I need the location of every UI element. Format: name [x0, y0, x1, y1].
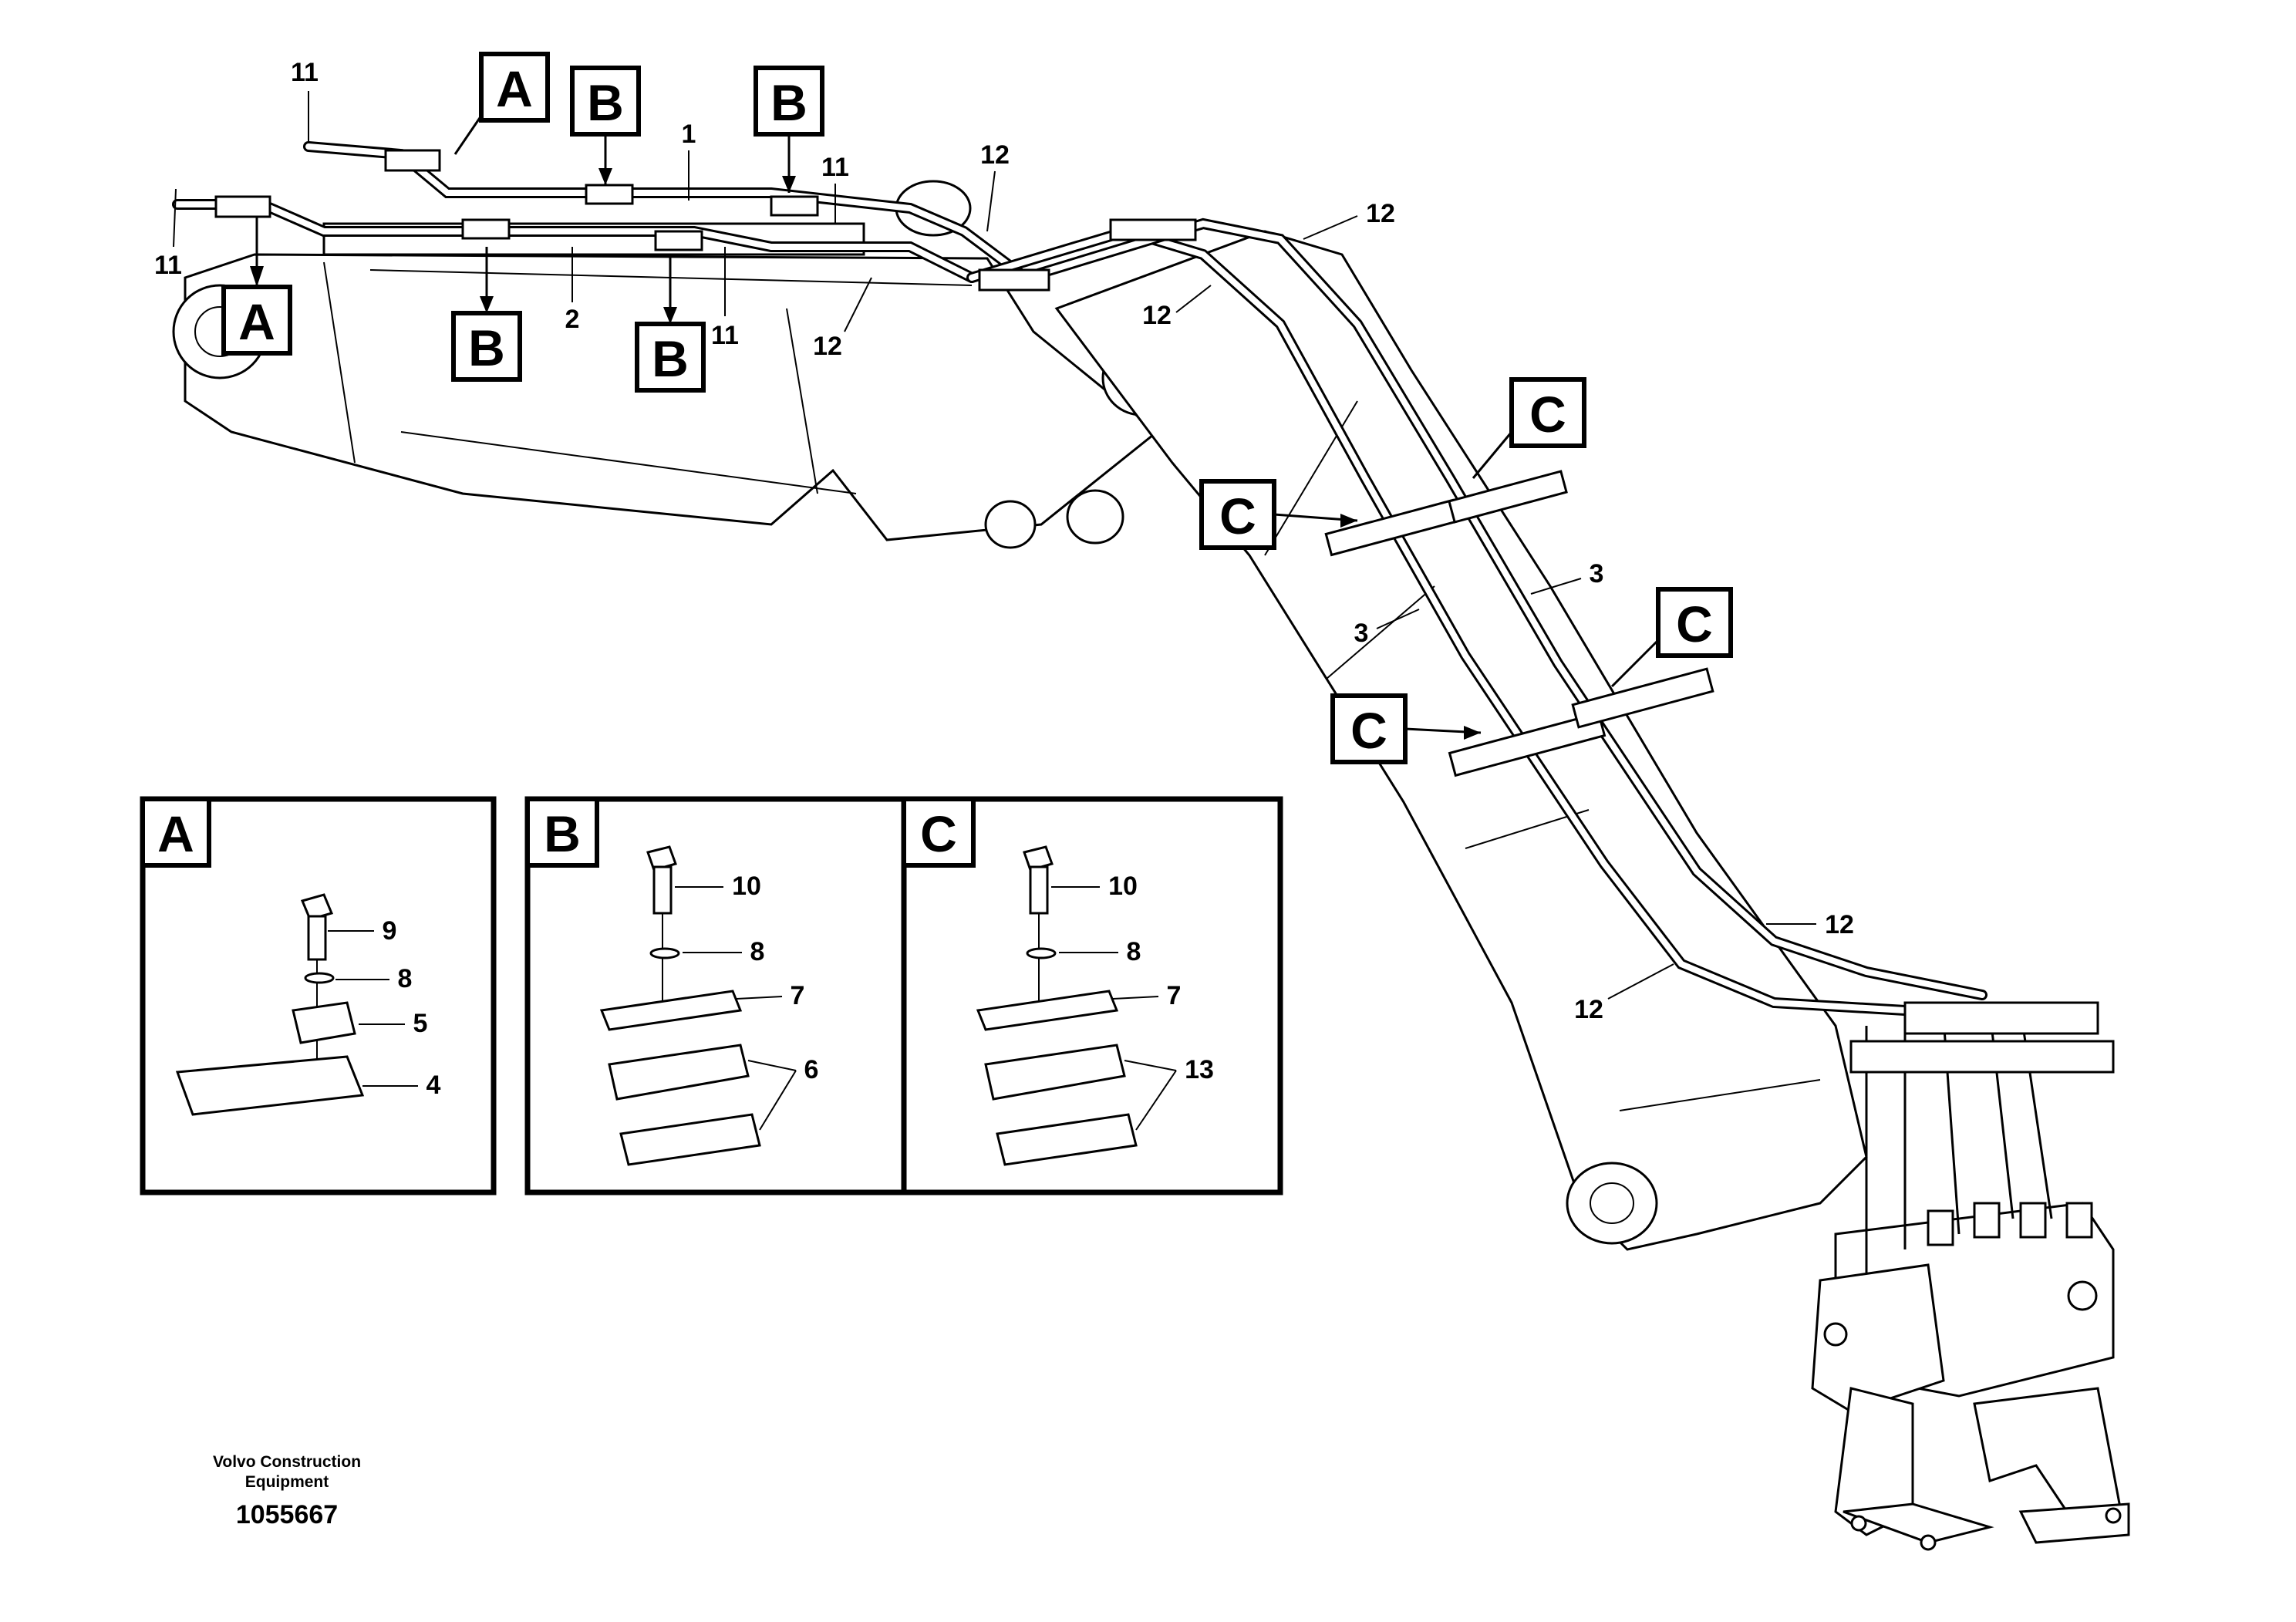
part-3-label-2: 3 — [1354, 619, 1369, 648]
clamps-on-machine — [214, 149, 2115, 1074]
part-11-label-2: 11 — [154, 251, 182, 280]
callout-b-top-left-label: B — [587, 74, 624, 131]
detail-a-tag: A — [157, 805, 194, 862]
callout-tags: A A B B B B C C C — [221, 52, 1733, 764]
detail-b-part-10: 10 — [732, 872, 761, 901]
callout-c-4-label: C — [1350, 702, 1387, 759]
detail-c-part-13: 13 — [1185, 1055, 1214, 1084]
callout-c-2 — [1199, 479, 1276, 550]
detail-b: B 10 8 7 6 — [524, 796, 907, 1195]
callout-b-top-right — [754, 66, 824, 137]
detail-c-part-8: 8 — [1127, 937, 1141, 966]
part-12-label-6: 12 — [1574, 995, 1603, 1024]
callout-a-bottom-label: A — [238, 293, 275, 350]
detail-a-part-4: 4 — [426, 1071, 441, 1100]
detail-c-part-7: 7 — [1167, 981, 1182, 1010]
part-11-label-1: 11 — [291, 58, 319, 87]
detail-a: A 9 8 5 4 — [140, 796, 497, 1195]
detail-c-tag: C — [920, 805, 957, 862]
part-12-label-4: 12 — [1366, 199, 1395, 228]
callout-b-top-right-label: B — [770, 74, 807, 131]
detail-c: C 10 8 7 13 — [901, 796, 1283, 1195]
callout-b-bottom-left-label: B — [468, 319, 505, 376]
part-3-label-1: 3 — [1590, 559, 1604, 588]
callout-c-3-label: C — [1676, 595, 1713, 653]
callout-c-2-label: C — [1219, 487, 1256, 545]
drawing-number: 1055667 — [236, 1500, 338, 1529]
callout-c-1 — [1509, 377, 1586, 448]
detail-c-part-10: 10 — [1108, 872, 1138, 901]
detail-b-part-6: 6 — [804, 1055, 819, 1084]
detail-b-part-8: 8 — [750, 937, 765, 966]
detail-a-part-8: 8 — [398, 964, 413, 993]
company-name-line-1: Volvo Construction — [213, 1453, 361, 1471]
part-11-label-4: 11 — [711, 321, 739, 350]
part-12-label-1: 12 — [980, 140, 1010, 170]
detail-b-part-7: 7 — [791, 981, 805, 1010]
callout-b-bottom-right-label: B — [652, 330, 689, 387]
part-11-label-3: 11 — [821, 153, 849, 182]
callout-c-1-label: C — [1529, 386, 1566, 443]
main-part-labels: 11 11 1 2 11 11 12 12 12 12 3 3 12 12 — [154, 58, 1854, 1024]
part-12-label-5: 12 — [1825, 910, 1854, 939]
footer: Volvo Construction Equipment 1055667 — [213, 1453, 361, 1529]
control-valve — [1811, 1202, 2130, 1551]
detail-a-part-9: 9 — [383, 916, 397, 946]
callout-a-top — [479, 52, 550, 123]
company-name-line-2: Equipment — [245, 1473, 329, 1491]
part-1-label: 1 — [682, 120, 696, 149]
callout-a-top-label: A — [496, 60, 533, 117]
detail-b-tag: B — [544, 805, 581, 862]
detail-a-part-5: 5 — [413, 1009, 428, 1038]
boom-foot-pivot — [1566, 1162, 1658, 1245]
part-2-label: 2 — [565, 305, 580, 334]
part-12-label-2: 12 — [813, 332, 842, 361]
callout-c-3 — [1656, 587, 1733, 658]
part-12-label-3: 12 — [1142, 301, 1172, 330]
